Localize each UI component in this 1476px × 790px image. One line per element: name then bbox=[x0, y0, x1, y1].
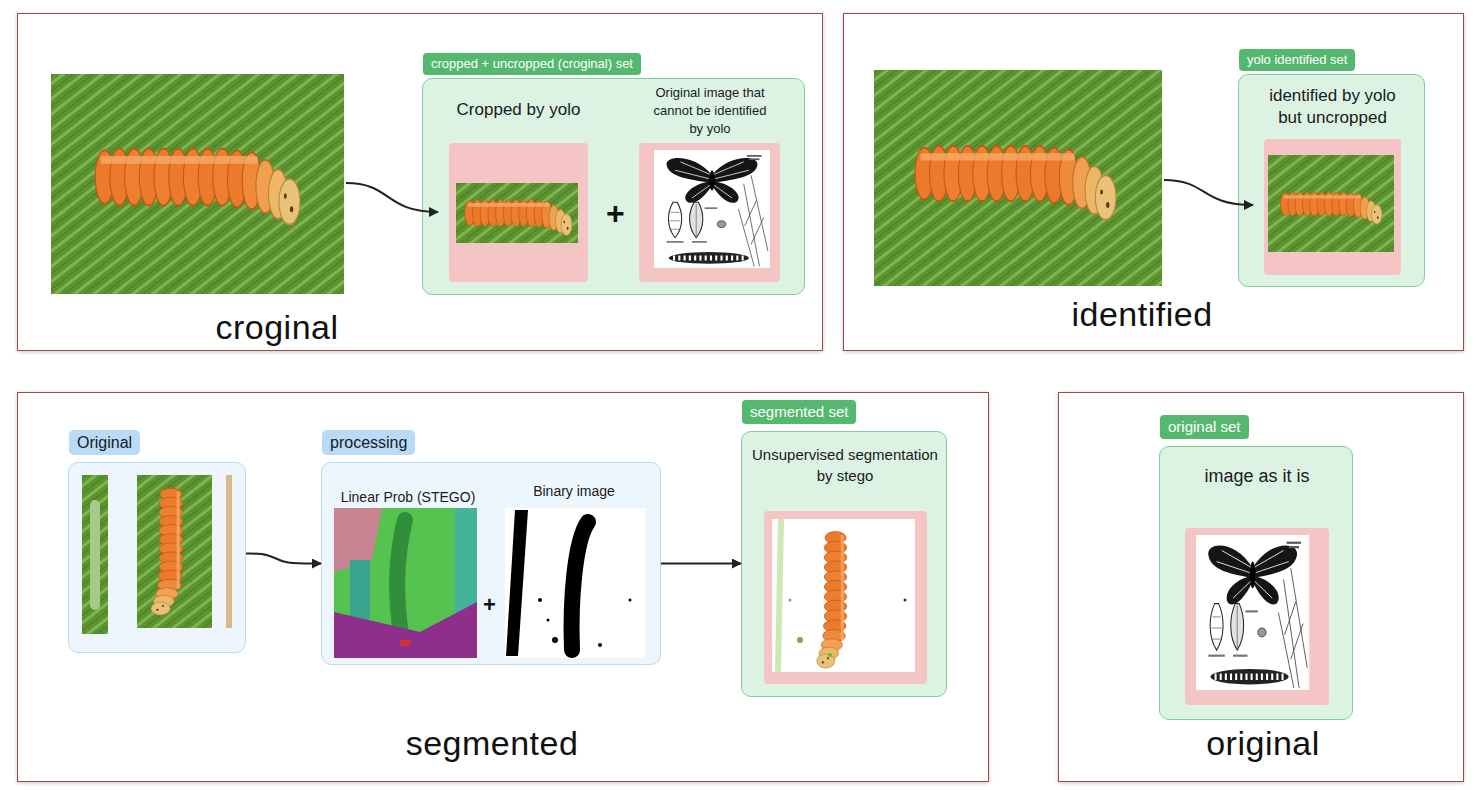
set-tag: yolo identified set bbox=[1239, 49, 1355, 71]
set-box: original setimage as it is bbox=[1159, 446, 1353, 720]
pale-larva bbox=[90, 500, 100, 610]
moth-drawing bbox=[1196, 535, 1309, 690]
panel-box: identifiedyolo identified setidentified … bbox=[843, 13, 1464, 351]
box-caption: Original image that cannot be identified… bbox=[649, 84, 771, 138]
panel-title: identified bbox=[1057, 294, 1227, 334]
larva-figure bbox=[95, 149, 300, 225]
flow-arrow bbox=[346, 183, 438, 212]
larva-figure bbox=[151, 488, 183, 615]
panel-box: croginal cropped + uncropped (croginal) s… bbox=[17, 13, 823, 351]
box-caption: image as it is bbox=[1160, 464, 1354, 488]
larva-photo bbox=[51, 74, 344, 294]
identified-photo bbox=[1268, 155, 1394, 252]
stage-tag: processing bbox=[322, 430, 415, 455]
box-caption: Binary image bbox=[504, 482, 644, 500]
flow-arrow bbox=[661, 563, 741, 565]
panel-title: original bbox=[1163, 723, 1363, 763]
panel-box: originaloriginal setimage as it is bbox=[1058, 392, 1464, 782]
binary-mask bbox=[505, 508, 645, 658]
larva-figure bbox=[465, 200, 572, 236]
box-caption: Cropped by yolo bbox=[439, 99, 598, 121]
larva-photo bbox=[137, 475, 212, 628]
box-caption: Unsupervised segmentation by stego bbox=[747, 444, 943, 486]
set-box: segmented setUnsupervised segmentation b… bbox=[741, 431, 947, 697]
image-box: Unsupervised segmentation by stego bbox=[764, 511, 927, 684]
moth-drawing bbox=[654, 150, 770, 268]
flow-arrow bbox=[1164, 180, 1253, 205]
plus-sign: + bbox=[483, 592, 496, 618]
larva-figure bbox=[915, 146, 1116, 220]
photo-strip bbox=[226, 475, 232, 628]
image-box: Original image that cannot be identified… bbox=[639, 143, 780, 282]
flow-arrow bbox=[246, 554, 321, 564]
box-caption: Linear Prob (STEGO) bbox=[328, 488, 488, 506]
stego-map bbox=[334, 508, 477, 658]
image-box: image as it is bbox=[1185, 528, 1329, 705]
larva-photo bbox=[874, 70, 1162, 286]
set-tag: segmented set bbox=[742, 400, 856, 424]
image-box: identified by yolo but uncropped bbox=[1264, 139, 1401, 275]
leaf-strip bbox=[82, 475, 108, 634]
set-box: cropped + uncropped (croginal) setCroppe… bbox=[422, 78, 805, 295]
set-tag: original set bbox=[1160, 415, 1249, 439]
set-box: yolo identified setidentified by yolo bu… bbox=[1238, 74, 1425, 287]
panel-title: croginal bbox=[192, 307, 362, 347]
stage-box: Original bbox=[68, 462, 246, 653]
set-tag: cropped + uncropped (croginal) set bbox=[423, 53, 641, 75]
segmented-result bbox=[772, 519, 915, 672]
panel-title: segmented bbox=[392, 723, 592, 763]
panel-box: segmentedOriginalprocessingLinear Prob (… bbox=[17, 392, 989, 782]
box-caption: identified by yolo but uncropped bbox=[1260, 85, 1405, 129]
stage-tag: Original bbox=[69, 430, 140, 455]
larva-figure bbox=[1281, 192, 1382, 224]
cropped-photo bbox=[456, 183, 578, 243]
image-box: Cropped by yolo bbox=[449, 143, 588, 282]
stage-box: processingLinear Prob (STEGO)Binary imag… bbox=[321, 462, 661, 665]
plus-sign: + bbox=[606, 195, 625, 231]
